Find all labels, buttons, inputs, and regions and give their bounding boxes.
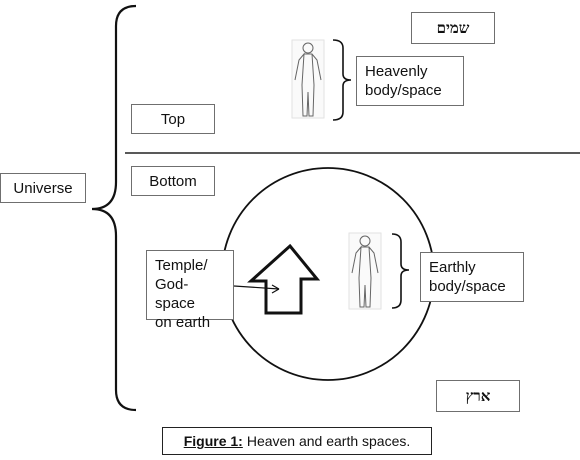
top-label: Top xyxy=(131,104,215,134)
eretz-label: ארץ xyxy=(436,380,520,412)
earthly-body-label: Earthly body/space xyxy=(420,252,524,302)
heavenly-bracket xyxy=(332,39,352,121)
earthly-human-figure xyxy=(348,232,382,310)
shamayim-label: שמים xyxy=(411,12,495,44)
heavenly-body-label: Heavenly body/space xyxy=(356,56,464,106)
caption-label: Figure 1: xyxy=(183,433,243,449)
earthly-bracket xyxy=(391,233,410,309)
temple-connector-arrowhead xyxy=(271,284,280,294)
figure-caption: Figure 1: Heaven and earth spaces. xyxy=(162,427,432,455)
earth-circle xyxy=(221,167,435,381)
caption-text: Heaven and earth spaces. xyxy=(246,433,411,449)
temple-label: Temple/ God-space on earth xyxy=(146,250,234,331)
temple-connector-line xyxy=(233,285,280,290)
upward-arrow xyxy=(247,243,321,315)
heavenly-human-figure xyxy=(291,39,325,119)
bottom-label: Bottom xyxy=(131,166,215,196)
universe-label: Universe xyxy=(0,173,86,203)
universe-brace xyxy=(91,4,137,412)
